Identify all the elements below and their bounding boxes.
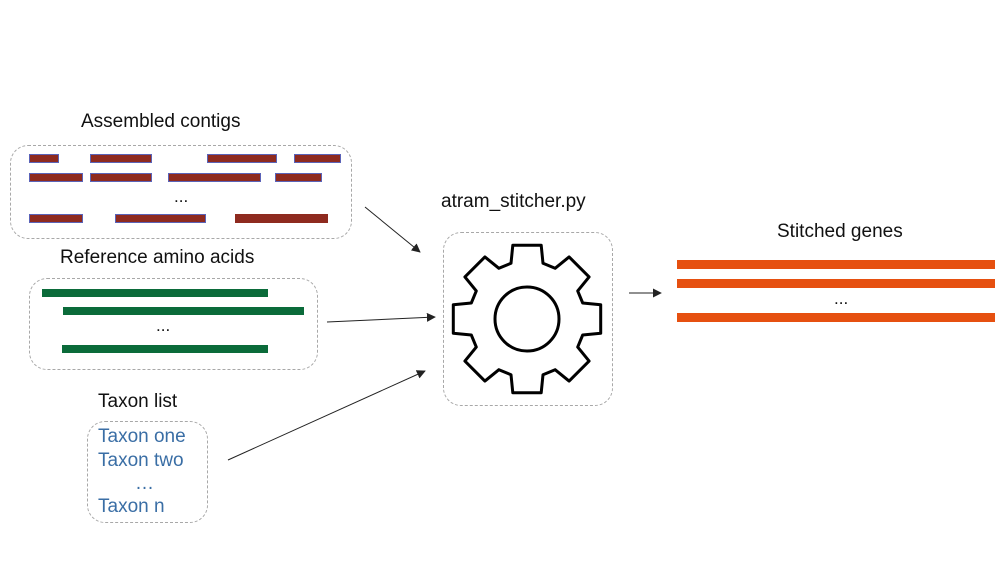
reference-ellipsis: ...: [156, 316, 171, 335]
contig: [90, 154, 152, 163]
contig: [294, 154, 341, 163]
taxon-list-label: Taxon list: [98, 391, 178, 412]
gear-icon: [451, 243, 603, 395]
contig: [235, 214, 328, 223]
contig: [29, 214, 83, 223]
assembled-contigs-label: Assembled contigs: [81, 111, 241, 132]
genes-ellipsis: ...: [834, 289, 849, 308]
reference-bar: [42, 289, 268, 297]
contig: [207, 154, 277, 163]
reference-bar: [62, 345, 268, 353]
contig: [275, 173, 322, 182]
reference-amino-acids-box: ...: [29, 278, 318, 370]
contig: [29, 154, 59, 163]
assembled-contigs-box: ...: [10, 145, 352, 239]
contig: [90, 173, 152, 182]
arrow-icon: [364, 206, 421, 253]
gene-bar: [677, 313, 995, 322]
gene-bar: [677, 260, 995, 269]
contig: [29, 173, 83, 182]
contig: [168, 173, 261, 182]
taxon-item: Taxon two: [98, 450, 184, 471]
taxon-item: Taxon one: [98, 426, 186, 447]
arrow-icon: [227, 370, 426, 461]
tool-label: atram_stitcher.py: [441, 191, 586, 212]
contig: [115, 214, 206, 223]
arrow-icon: [326, 312, 436, 323]
gene-bar: [677, 279, 995, 288]
reference-amino-acids-label: Reference amino acids: [60, 247, 255, 268]
contigs-ellipsis: ...: [174, 187, 189, 206]
stitched-genes-label: Stitched genes: [777, 221, 903, 242]
taxon-item: …: [135, 473, 154, 494]
taxon-item: Taxon n: [98, 496, 165, 517]
taxon-list-box: Taxon one Taxon two … Taxon n: [87, 421, 208, 523]
reference-bar: [63, 307, 304, 315]
tool-box: [443, 232, 613, 406]
